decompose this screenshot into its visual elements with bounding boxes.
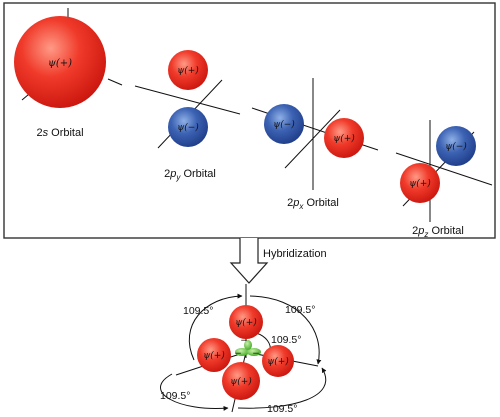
hybrid-lobe-left: [197, 338, 231, 372]
orbital-2px: ψ(−) ψ(+) 2px Orbital: [251, 78, 379, 211]
axis-line: [395, 152, 493, 186]
angle-label: 109.5°: [271, 334, 301, 346]
hybrid-lobe-top-label: ψ(+): [235, 317, 257, 328]
py-positive-lobe: [168, 50, 208, 90]
angle-label: 109.5°: [160, 390, 190, 402]
small-lobe: [244, 340, 252, 350]
px-positive-lobe: [324, 118, 364, 158]
axis-line: [284, 109, 341, 169]
py-orbital-caption: 2py Orbital: [164, 168, 216, 182]
pz-negative-label: ψ(−): [445, 141, 467, 152]
hybrid-lobe-right-label: ψ(+): [267, 356, 289, 367]
orbital-2pz: ψ(−) ψ(+) 2pz Orbital: [395, 120, 493, 239]
hybridization-arrow: Hybridization: [229, 238, 327, 284]
hybridization-label: Hybridization: [263, 248, 327, 260]
pz-positive-label: ψ(+): [409, 178, 431, 189]
axis-x-tick: [107, 78, 123, 86]
hybrid-lobe-top: [229, 305, 263, 339]
px-negative-label: ψ(−): [273, 119, 295, 130]
px-orbital-caption: 2px Orbital: [287, 197, 339, 211]
angle-arc: [160, 373, 229, 411]
small-lobe: [247, 348, 261, 356]
px-negative-lobe: [264, 104, 304, 144]
px-positive-label: ψ(+): [333, 133, 355, 144]
angle-arc: [237, 367, 327, 409]
angle-arc: [249, 295, 322, 365]
py-positive-label: ψ(+): [177, 65, 199, 76]
orbital-2py: ψ(+) ψ(−) 2py Orbital: [134, 50, 241, 182]
pz-orbital-caption: 2pz Orbital: [412, 225, 464, 239]
hybrid-lobe-front-label: ψ(+): [230, 376, 252, 387]
angle-label: 109.5°: [183, 305, 213, 317]
axis-line: [134, 85, 241, 115]
py-negative-lobe: [168, 107, 208, 147]
py-negative-label: ψ(−): [177, 122, 199, 133]
sp3-hybrid: ψ(+) ψ(+) ψ(+) − − − ψ(+) 109.5° 109.5° …: [160, 284, 327, 415]
angle-label: 109.5°: [267, 403, 297, 415]
pz-positive-lobe: [400, 163, 440, 203]
s-orbital-caption: 2s Orbital: [36, 127, 83, 139]
pz-negative-lobe: [436, 126, 476, 166]
small-lobe-sign: −: [234, 349, 242, 359]
hybrid-lobe-left-label: ψ(+): [203, 350, 225, 361]
angle-label: 109.5°: [285, 304, 315, 316]
small-lobe: [235, 348, 249, 356]
s-lobe-label: ψ(+): [48, 58, 72, 69]
orbital-2s: ψ(+) 2s Orbital: [14, 8, 123, 139]
small-lobe-sign: −: [252, 349, 260, 359]
small-lobe-sign: −: [240, 336, 248, 346]
hybrid-lobe-front: [222, 362, 260, 400]
angle-arc: [188, 293, 243, 361]
hybrid-lobe-right: [262, 345, 294, 377]
s-lobe: [14, 16, 106, 108]
